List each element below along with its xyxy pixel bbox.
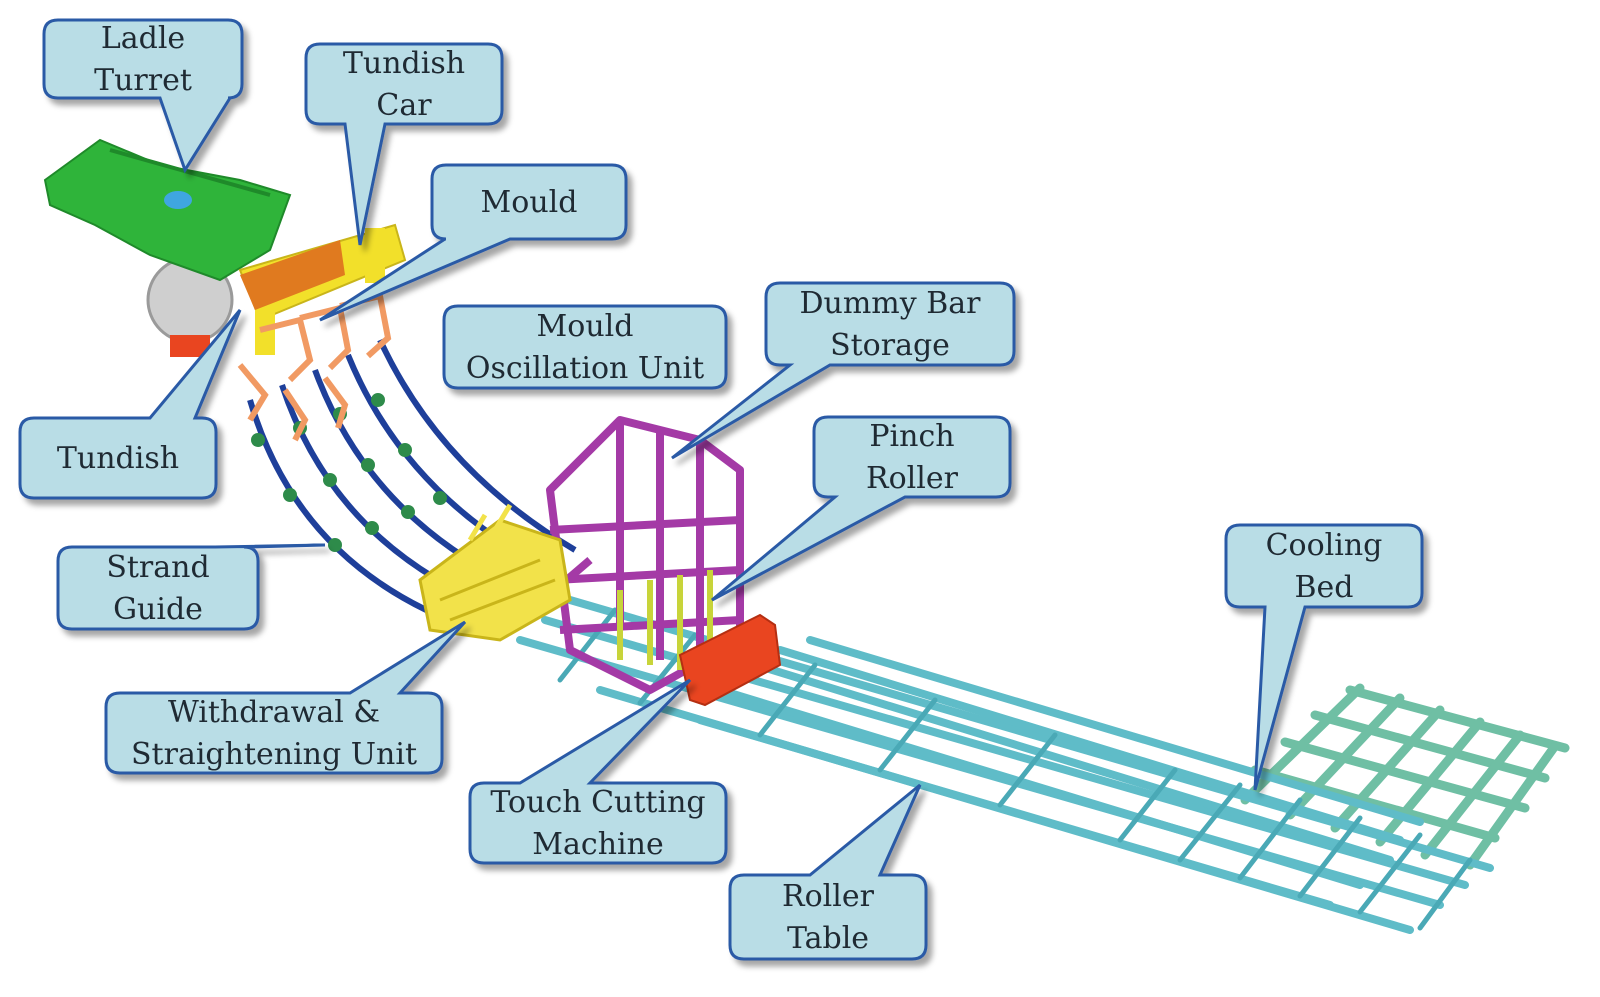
callout-withdrawal-straightening-unit: Withdrawal & Straightening Unit [104,620,467,775]
callout-label-line: Table [787,921,869,956]
callout-label-line: Roller [866,461,959,496]
ladle-turret-structure [43,138,292,344]
callout-label-line: Storage [830,328,950,363]
callout-label-line: Dummy Bar [799,286,981,321]
callout-box [711,415,1012,602]
callout-label-line: Tundish [57,441,179,476]
callout-box [18,309,242,500]
roller-table-structure [516,596,1494,934]
callout-label-line: Turret [94,63,192,98]
callout-label-line: Touch Cutting [490,785,705,820]
callout-mould: Mould [319,163,628,322]
callout-label-line: Tundish [343,46,465,81]
callout-box [104,620,467,775]
callout-label-line: Cooling [1266,528,1383,563]
callout-label-line: Mould [481,185,578,220]
machine-illustration [43,138,1570,934]
callout-label-line: Car [376,88,432,123]
callout-box [468,678,728,865]
callout-box [42,18,244,174]
cutting-machine-structure [678,613,782,707]
callout-box [728,783,928,961]
callout-label-line: Strand [106,550,209,585]
callout-box [304,42,504,246]
callout-box [671,281,1016,460]
callout-tundish: Tundish [18,309,242,500]
callout-box [319,163,628,322]
callout-box [1224,523,1424,791]
callout-label-line: Straightening Unit [131,737,417,772]
callout-label-line: Ladle [101,21,185,56]
callout-label-line: Roller [782,879,875,914]
tundish-structure [170,240,345,357]
callout-label-line: Machine [532,827,663,862]
callout-label-line: Mould [537,309,634,344]
callout-box [56,543,326,631]
callout-label-line: Guide [113,592,203,627]
callout-label-line: Pinch [869,419,954,454]
callout-label-line: Withdrawal & [168,695,380,730]
callout-label-line: Bed [1294,570,1353,605]
withdrawal-unit-structure [418,503,572,642]
callout-label-line: Oscillation Unit [466,351,704,386]
callout-box [442,304,728,390]
